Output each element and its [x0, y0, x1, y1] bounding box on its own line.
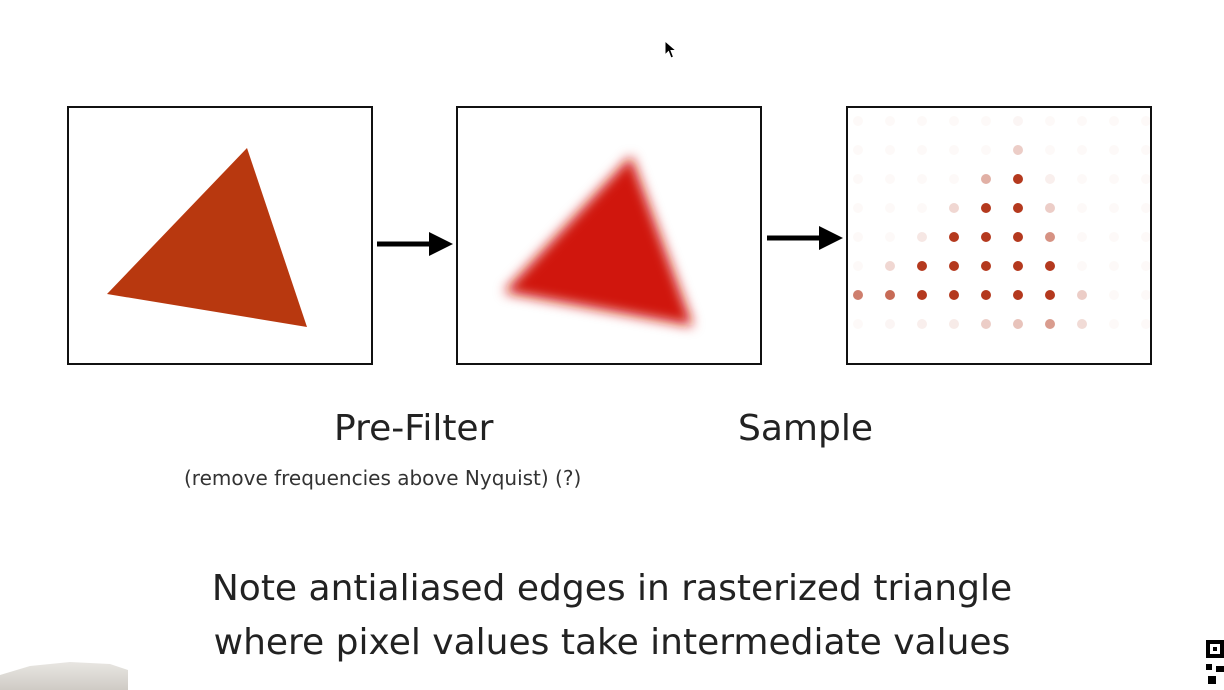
sample-dot [1141, 319, 1150, 329]
sample-dot-grid [853, 116, 1150, 329]
sample-dot [885, 174, 895, 184]
sample-dot [1045, 174, 1055, 184]
mouse-cursor-icon [664, 40, 678, 59]
sample-dot [1077, 261, 1087, 271]
solid-triangle-image [107, 148, 307, 327]
sample-dot [1077, 174, 1087, 184]
blurred-triangle [504, 156, 693, 326]
sample-dot [1109, 232, 1119, 242]
sample-dot [1013, 232, 1023, 242]
sample-dot [885, 116, 895, 126]
video-overlay-shadow [0, 662, 128, 690]
sample-dot [949, 290, 959, 300]
sample-dot [1045, 319, 1055, 329]
sample-dot [1013, 116, 1023, 126]
sample-dot [1141, 116, 1150, 126]
sample-dot [981, 174, 991, 184]
sample-dot [1013, 290, 1023, 300]
sample-dot [885, 203, 895, 213]
sample-dot [981, 319, 991, 329]
sample-dot [1013, 145, 1023, 155]
sample-dot [1013, 261, 1023, 271]
sample-dot [1045, 116, 1055, 126]
sample-dot [981, 116, 991, 126]
sample-dot [1109, 145, 1119, 155]
original-triangle-panel [67, 106, 373, 365]
sample-dot [853, 116, 863, 126]
prefiltered-triangle-panel [456, 106, 762, 365]
sample-dot [949, 203, 959, 213]
sample-dot [981, 145, 991, 155]
sample-dot [1141, 203, 1150, 213]
arrow-right-icon [767, 226, 843, 250]
sample-dot [917, 261, 927, 271]
sample-dot [1109, 116, 1119, 126]
sample-dot [853, 261, 863, 271]
solid-triangle [107, 148, 307, 327]
sample-dot [885, 261, 895, 271]
prefilter-label: Pre-Filter [334, 408, 494, 449]
sample-dot [949, 261, 959, 271]
sample-dot [949, 145, 959, 155]
sample-dot [1077, 203, 1087, 213]
sample-dot [1141, 145, 1150, 155]
sample-dot [1109, 174, 1119, 184]
sample-dot [981, 290, 991, 300]
sample-dot [1109, 319, 1119, 329]
sample-dot [1141, 261, 1150, 271]
sample-dot [917, 232, 927, 242]
sample-dot [1045, 145, 1055, 155]
sample-dot [1013, 174, 1023, 184]
sample-dot [853, 203, 863, 213]
sample-dot [885, 319, 895, 329]
sample-dot [1077, 145, 1087, 155]
sample-dot [853, 174, 863, 184]
sample-dot [1077, 232, 1087, 242]
sample-dot [917, 145, 927, 155]
sample-dot [1013, 319, 1023, 329]
sample-label: Sample [738, 408, 873, 449]
sample-dot [1109, 203, 1119, 213]
sample-dot [917, 174, 927, 184]
caption-line-2: where pixel values take intermediate val… [213, 622, 1011, 663]
sample-dot [981, 261, 991, 271]
sample-dot [1141, 232, 1150, 242]
sample-dot [1109, 261, 1119, 271]
sample-dot [949, 319, 959, 329]
sample-dot [917, 116, 927, 126]
sample-dot [1141, 174, 1150, 184]
sample-dot [853, 232, 863, 242]
sample-dot [949, 232, 959, 242]
sample-dot [1077, 290, 1087, 300]
qr-code-icon [1206, 640, 1224, 684]
sample-dot [853, 319, 863, 329]
sample-dot [1141, 290, 1150, 300]
sample-dot [1045, 290, 1055, 300]
blurred-triangle-image [504, 156, 693, 326]
sample-dot [885, 290, 895, 300]
prefilter-note: (remove frequencies above Nyquist) (?) [184, 466, 582, 490]
sample-dot [885, 145, 895, 155]
sample-dot [853, 145, 863, 155]
caption-line-1: Note antialiased edges in rasterized tri… [211, 568, 1013, 609]
sample-dot [1045, 261, 1055, 271]
sample-dot [949, 116, 959, 126]
sample-dot [853, 290, 863, 300]
sample-dot [885, 232, 895, 242]
sample-dot [1045, 232, 1055, 242]
sample-dot [949, 174, 959, 184]
sample-dot [1045, 203, 1055, 213]
sample-dot [981, 232, 991, 242]
arrow-right-icon [377, 232, 453, 256]
sample-dot [1109, 290, 1119, 300]
sample-dot [917, 319, 927, 329]
sample-dot [981, 203, 991, 213]
sample-dot [1013, 203, 1023, 213]
sampled-grid-panel [846, 106, 1152, 365]
sample-dot [1077, 116, 1087, 126]
sample-dot [1077, 319, 1087, 329]
sample-dot [917, 203, 927, 213]
sample-dot [917, 290, 927, 300]
